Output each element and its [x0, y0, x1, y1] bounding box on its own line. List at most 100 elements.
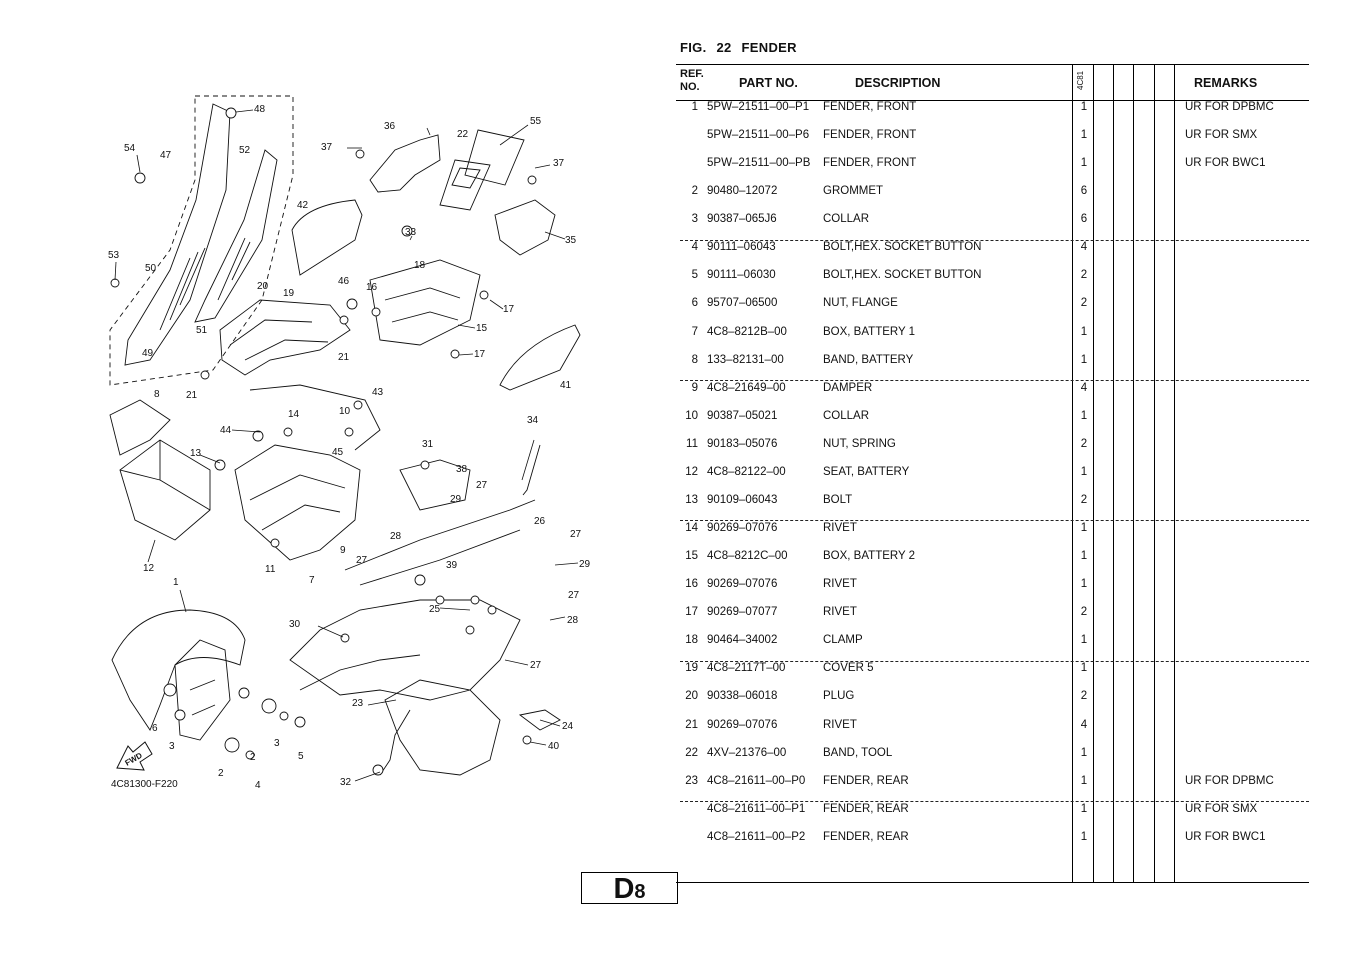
quantity-cell: 4 — [1080, 381, 1088, 394]
description-cell: FENDER, REAR — [823, 802, 909, 815]
part-no-cell: 4C8–21611–00–P2 — [707, 830, 806, 843]
callout-number: 9 — [340, 545, 346, 556]
description-cell: BOX, BATTERY 1 — [823, 325, 916, 338]
callout-number: 32 — [340, 777, 352, 788]
callout-number: 12 — [143, 563, 155, 574]
ref-no-cell: 22 — [685, 746, 698, 759]
part-no-cell: 5PW–21511–00–P6 — [707, 129, 810, 142]
ref-no-cell: 11 — [686, 437, 698, 450]
part-no-cell: 90269–07076 — [707, 718, 778, 731]
callout-number: 28 — [390, 531, 402, 542]
description-cell: BAND, BATTERY — [823, 353, 914, 366]
part-no-cell: 90111–06030 — [707, 269, 776, 282]
callout-number: 47 — [160, 150, 172, 161]
ref-no-cell: 14 — [685, 522, 698, 535]
part-no-cell: 4C8–21611–00–P1 — [707, 802, 806, 815]
quantity-cell: 6 — [1080, 213, 1088, 226]
callout-number: 17 — [474, 349, 486, 360]
description-cell: COLLAR — [823, 409, 870, 422]
ref-no-cell: 10 — [685, 409, 698, 422]
callout-number: 27 — [356, 555, 368, 566]
description-cell: RIVET — [823, 606, 857, 619]
quantity-cell: 1 — [1080, 325, 1088, 338]
callout-number: 24 — [562, 721, 574, 732]
quantity-cell: 1 — [1080, 409, 1088, 422]
quantity-cell: 1 — [1080, 550, 1088, 563]
quantity-cell: 4 — [1080, 718, 1088, 731]
callout-number: 1 — [173, 577, 179, 588]
part-no-cell: 90338–06018 — [707, 690, 778, 703]
part-no-cell: 4C8–2117T–00 — [707, 662, 786, 675]
description-cell: BOX, BATTERY 2 — [823, 550, 916, 563]
quantity-cell: 2 — [1080, 493, 1088, 506]
remarks-cell: UR FOR SMX — [1185, 802, 1258, 815]
part-no-cell: 4C8–21649–00 — [707, 381, 786, 394]
header-ref-no: REF.NO. — [680, 68, 704, 93]
part-no-cell: 90269–07077 — [707, 606, 778, 619]
callout-number: 16 — [366, 282, 378, 293]
table-bottom-rule — [676, 882, 1309, 883]
ref-no-cell: 1 — [691, 101, 698, 113]
callout-number: 52 — [239, 145, 251, 156]
part-no-cell: 4C8–21611–00–P0 — [707, 774, 806, 787]
part-no-cell: 5PW–21511–00–P1 — [707, 101, 810, 113]
description-cell: NUT, FLANGE — [823, 297, 898, 310]
quantity-cell: 6 — [1080, 185, 1088, 198]
column-divider — [1093, 64, 1094, 882]
description-cell: BAND, TOOL — [823, 746, 893, 759]
callout-number: 34 — [527, 415, 539, 426]
description-cell: PLUG — [823, 690, 855, 703]
callout-number: 43 — [372, 387, 384, 398]
quantity-cell: 1 — [1080, 101, 1088, 113]
callout-number: 8 — [154, 389, 160, 400]
ref-no-cell: 17 — [685, 606, 698, 619]
callout-number: 11 — [265, 564, 276, 575]
group-separator — [680, 240, 1309, 241]
callout-number: 49 — [142, 348, 154, 359]
description-cell: FENDER, FRONT — [823, 157, 917, 170]
ref-no-cell: 18 — [685, 634, 698, 647]
table-header-rule — [676, 100, 1309, 101]
part-no-cell: 5PW–21511–00–PB — [707, 157, 811, 170]
quantity-cell: 1 — [1080, 578, 1088, 591]
callout-number: 5 — [298, 751, 304, 762]
callout-number: 14 — [288, 409, 300, 420]
callout-number: 27 — [568, 590, 580, 601]
ref-no-cell: 12 — [685, 465, 698, 478]
part-no-cell: 90269–07076 — [707, 578, 778, 591]
quantity-cell: 1 — [1080, 522, 1088, 535]
group-separator — [680, 380, 1309, 381]
callout-number: 53 — [108, 250, 120, 261]
description-cell: DAMPER — [823, 381, 873, 394]
part-no-cell: 90109–06043 — [707, 493, 778, 506]
part-no-cell: 90111–06043 — [707, 241, 776, 254]
part-no-cell: 95707–06500 — [707, 297, 778, 310]
part-no-cell: 4C8–8212B–00 — [707, 325, 787, 338]
column-divider — [1154, 64, 1155, 882]
quantity-cell: 1 — [1080, 662, 1088, 675]
callout-number: 13 — [190, 448, 202, 459]
quantity-cell: 2 — [1080, 690, 1088, 703]
callout-number: 48 — [254, 104, 266, 115]
ref-no-cell: 15 — [685, 550, 698, 563]
callout-number: 33 — [405, 227, 417, 238]
header-model-code: 4C81 — [1076, 70, 1085, 90]
ref-no-cell: 6 — [691, 297, 698, 310]
description-cell: NUT, SPRING — [823, 437, 896, 450]
callout-number: 6 — [152, 723, 158, 734]
callout-number: 25 — [429, 604, 441, 615]
callout-number: 55 — [530, 116, 542, 127]
callout-number: 17 — [503, 304, 515, 315]
quantity-cell: 2 — [1080, 437, 1088, 450]
callout-number: 28 — [567, 615, 579, 626]
